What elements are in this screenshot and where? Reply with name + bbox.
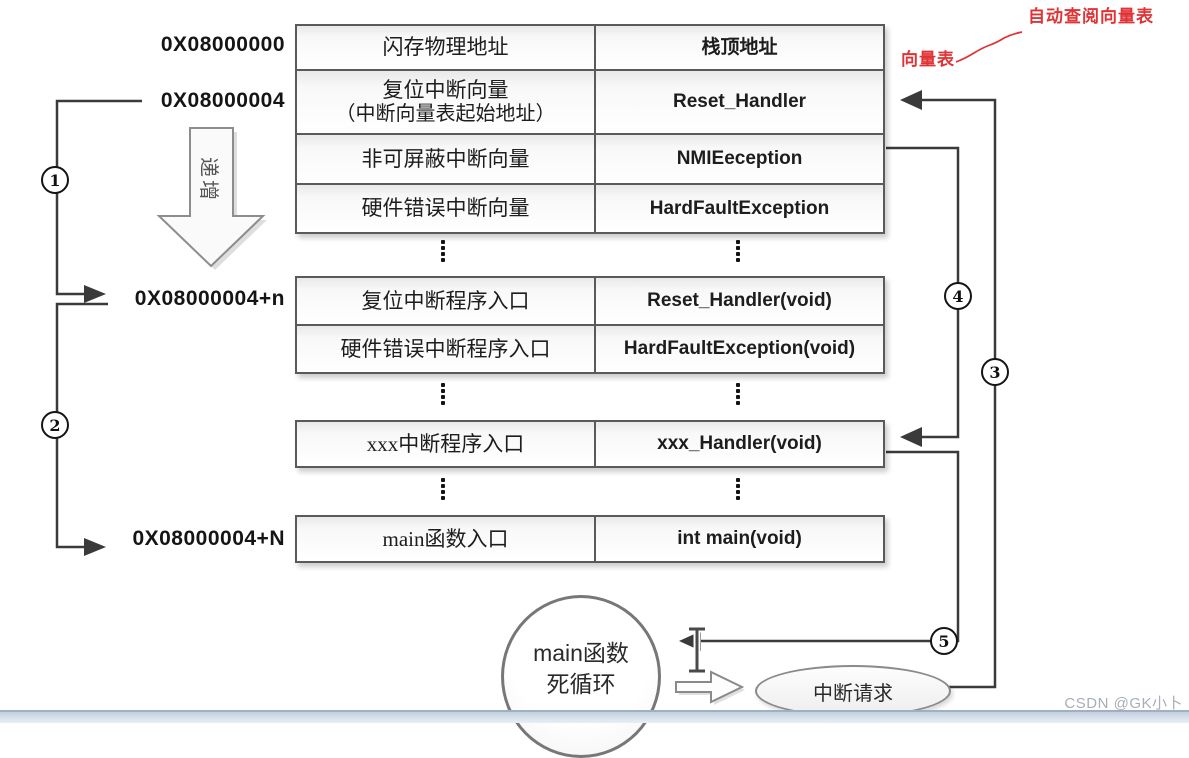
table-row: 复位中断程序入口 Reset_Handler(void): [297, 278, 883, 324]
annotation-auto-lookup: 自动查阅向量表: [1028, 7, 1154, 26]
address-label-0x08000004: 0X08000004: [160, 89, 285, 112]
bottom-edge-bar: [0, 710, 1189, 723]
main-loop-line2: 死循环: [546, 672, 616, 698]
cell-hardfault-vector: 硬件错误中断向量: [297, 185, 596, 232]
flow-line-1: [55, 99, 142, 296]
cell-hardfault-exception: HardFaultException: [596, 185, 883, 232]
address-label-0x08000000: 0X08000000: [160, 33, 285, 56]
vector-table-block-3: xxx中断程序入口 xxx_Handler(void): [295, 420, 885, 468]
cell-nmi-vector: 非可屏蔽中断向量: [297, 135, 596, 183]
cell-hardfault-exception-void: HardFaultException(void): [596, 326, 883, 372]
table-row: 闪存物理地址 栈顶地址: [297, 26, 883, 69]
step-badge-2: 2: [41, 411, 69, 439]
cell-main-entry: main函数入口: [297, 517, 596, 561]
flow-line-5: [700, 450, 960, 643]
vector-table-block-4: main函数入口 int main(void): [295, 515, 885, 563]
red-annotation-squiggle: [955, 31, 1023, 63]
cell-int-main-void: int main(void): [596, 517, 883, 561]
cell-reset-vector: 复位中断向量 （中断向量表起始地址）: [297, 71, 596, 133]
vector-table-block-1: 闪存物理地址 栈顶地址 复位中断向量 （中断向量表起始地址） Reset_Han…: [295, 24, 885, 234]
cell-reset-handler-void: Reset_Handler(void): [596, 278, 883, 324]
watermark: CSDN @GK小卜: [1064, 695, 1183, 712]
vertical-ellipsis-icon: [736, 478, 740, 500]
cell-nmi-exception: NMIEeception: [596, 135, 883, 183]
annotation-vector-table: 向量表: [901, 50, 955, 69]
interrupt-request-ellipse: 中断请求: [755, 665, 951, 717]
flow-line-4-arrowhead: [900, 427, 922, 447]
cell-reset-handler: Reset_Handler: [596, 71, 883, 133]
table-row: 硬件错误中断程序入口 HardFaultException(void): [297, 324, 883, 372]
step-badge-3: 3: [981, 358, 1009, 386]
ibeam-cursor-icon: [685, 625, 709, 675]
cell-hardfault-entry: 硬件错误中断程序入口: [297, 326, 596, 372]
flow-line-2-arrowhead: [84, 538, 106, 556]
table-row: xxx中断程序入口 xxx_Handler(void): [297, 422, 883, 466]
increment-arrow-label: 递增: [197, 157, 220, 203]
vertical-ellipsis-icon: [441, 383, 445, 405]
vertical-ellipsis-icon: [736, 383, 740, 405]
vertical-ellipsis-icon: [736, 240, 740, 262]
flow-line-3-arrowhead: [900, 90, 922, 110]
vertical-ellipsis-icon: [441, 478, 445, 500]
cell-xxx-handler-void: xxx_Handler(void): [596, 422, 883, 466]
main-loop-line1: main函数: [533, 640, 629, 666]
flow-line-3: [922, 98, 997, 689]
address-label-0x08000004n: 0X08000004+n: [134, 287, 285, 310]
increment-arrow: [156, 127, 266, 268]
address-label-0x08000004N: 0X08000004+N: [132, 527, 285, 550]
table-row: 硬件错误中断向量 HardFaultException: [297, 183, 883, 232]
cell-reset-entry: 复位中断程序入口: [297, 278, 596, 324]
block-arrow: [675, 670, 745, 704]
diagram-connectors: [55, 31, 1023, 705]
cell-xxx-entry: xxx中断程序入口: [297, 422, 596, 466]
flow-line-1-arrowhead: [84, 285, 106, 303]
step-badge-1: 1: [41, 166, 69, 194]
table-row: 复位中断向量 （中断向量表起始地址） Reset_Handler: [297, 69, 883, 133]
table-row: 非可屏蔽中断向量 NMIEeception: [297, 133, 883, 183]
vector-table-block-2: 复位中断程序入口 Reset_Handler(void) 硬件错误中断程序入口 …: [295, 276, 885, 374]
cell-stack-top-address: 栈顶地址: [596, 26, 883, 69]
interrupt-request-label: 中断请求: [813, 682, 893, 705]
table-row: main函数入口 int main(void): [297, 517, 883, 561]
step-badge-4: 4: [944, 282, 972, 310]
step-badge-5: 5: [930, 627, 958, 655]
main-loop-circle: main函数 死循环: [501, 595, 661, 758]
vertical-ellipsis-icon: [441, 240, 445, 262]
cell-flash-physical-address: 闪存物理地址: [297, 26, 596, 69]
